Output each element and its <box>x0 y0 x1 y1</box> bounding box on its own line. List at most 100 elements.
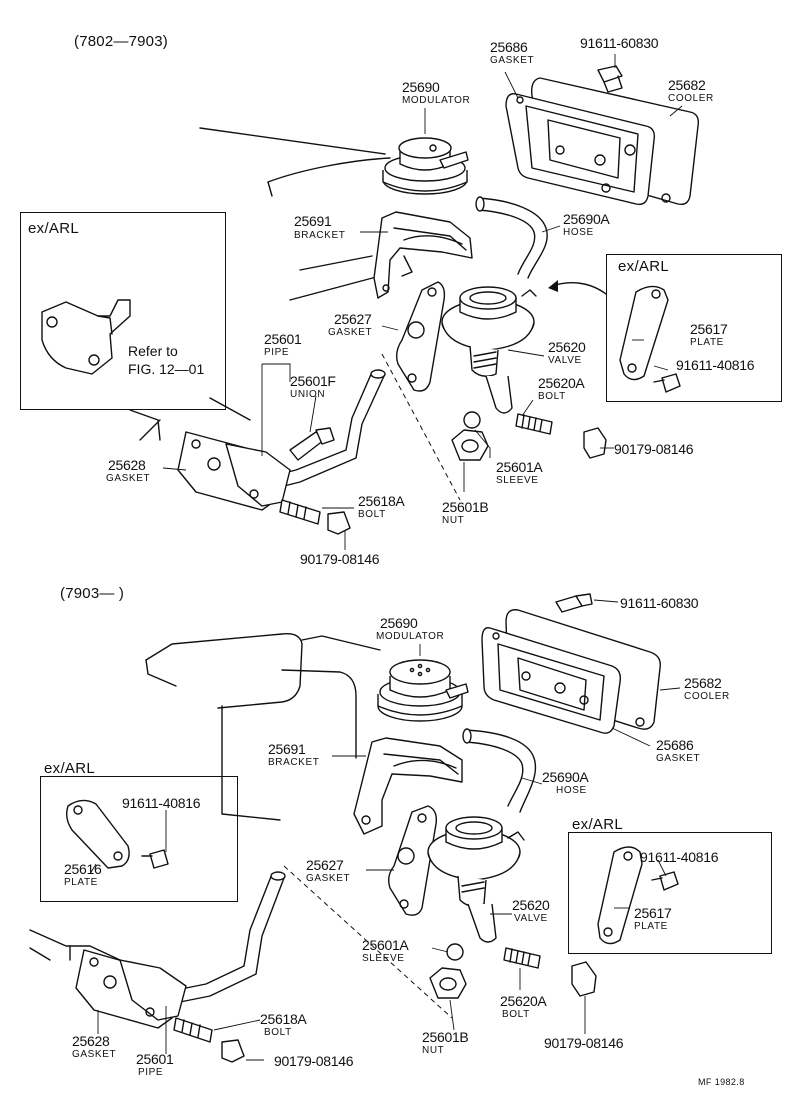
section-header: (7802—7903) <box>74 33 168 50</box>
part-name: GASKET <box>328 327 373 338</box>
part-name: PIPE <box>264 347 290 358</box>
part-name: GASKET <box>72 1049 117 1060</box>
top-leaders <box>162 54 683 550</box>
top-egr-valve <box>441 286 537 414</box>
part-number: 25627 <box>306 857 344 873</box>
ex-arl-box <box>606 254 782 402</box>
part-number: 25620 <box>548 339 586 355</box>
part-number: 90179-08146 <box>274 1053 354 1069</box>
part-name: VALVE <box>548 355 582 366</box>
part-number: 25690A <box>542 769 589 785</box>
part-number: 25617 <box>634 905 672 921</box>
top-modulator <box>382 137 469 195</box>
part-name: BOLT <box>358 509 386 520</box>
part-number: 25620A <box>538 375 585 391</box>
part-number: 91611-40816 <box>676 357 755 373</box>
part-number: 25628 <box>108 457 146 473</box>
top-union <box>289 427 335 461</box>
part-name: GASKET <box>306 873 351 884</box>
top-engine-outline <box>129 127 391 441</box>
bottom-engine-outline <box>29 633 381 961</box>
part-number: 25686 <box>490 39 528 55</box>
top-cooler-assembly <box>505 65 700 206</box>
part-number: 91611-60830 <box>580 35 659 51</box>
bottom-cooler-assembly <box>481 593 661 734</box>
part-number: 25620A <box>500 993 547 1009</box>
bottom-hose <box>462 728 537 813</box>
part-number: 25616 <box>64 861 102 877</box>
part-name: SLEEVE <box>362 953 405 964</box>
part-name: PIPE <box>138 1067 164 1078</box>
part-name: NUT <box>442 515 465 526</box>
part-number: 25617 <box>690 321 728 337</box>
part-number: 90179-08146 <box>544 1035 624 1051</box>
part-name: GASKET <box>106 473 151 484</box>
section-header: (7903— ) <box>60 585 125 602</box>
bottom-pipe-flange <box>75 949 187 1029</box>
part-number: 91611-60830 <box>620 595 699 611</box>
part-name: MODULATOR <box>376 631 445 642</box>
bottom-bracket <box>353 737 463 835</box>
refer-note-line1: Refer to <box>128 343 178 359</box>
top-bracket <box>373 211 473 299</box>
part-number: 25601A <box>496 459 543 475</box>
part-number: 25690 <box>380 615 418 631</box>
ex-arl-box <box>568 832 772 954</box>
top-gasket-25627 <box>395 281 446 392</box>
part-name: NUT <box>422 1045 445 1056</box>
part-name: BOLT <box>502 1009 530 1020</box>
part-name: COOLER <box>668 93 714 104</box>
ex-arl-box <box>40 776 238 902</box>
ex-arl-box-title: ex/ARL <box>618 258 669 275</box>
top-box-right-plate <box>548 280 681 393</box>
part-name: PLATE <box>64 877 98 888</box>
ex-arl-box-title: ex/ARL <box>28 220 79 237</box>
part-number: 90179-08146 <box>614 441 694 457</box>
part-number: 91611-40816 <box>640 849 719 865</box>
footer-code: MF 1982.8 <box>698 1077 745 1087</box>
bottom-modulator <box>377 659 469 722</box>
part-number: 25627 <box>334 311 372 327</box>
bottom-bolt-25620A <box>503 947 541 969</box>
top-pipe-flange <box>177 431 291 511</box>
part-number: 25682 <box>668 77 706 93</box>
part-name: VALVE <box>514 913 548 924</box>
part-name: GASKET <box>490 55 535 66</box>
bottom-nut-90179-right <box>571 961 597 997</box>
part-name: GASKET <box>656 753 701 764</box>
part-name: BOLT <box>538 391 566 402</box>
bottom-bolt-25618A <box>173 1017 245 1063</box>
bottom-nut-sleeve <box>429 943 467 999</box>
part-number: 25691 <box>294 213 332 229</box>
part-number: 25620 <box>512 897 550 913</box>
top-box-left-part <box>41 299 131 375</box>
part-name: HOSE <box>563 227 594 238</box>
part-number: 25618A <box>260 1011 307 1027</box>
part-name: PLATE <box>634 921 668 932</box>
part-number: 25682 <box>684 675 722 691</box>
part-number: 25601 <box>136 1051 174 1067</box>
bottom-box-left-plate <box>65 799 169 869</box>
part-name: BOLT <box>264 1027 292 1038</box>
top-nut-90179-right <box>583 427 607 459</box>
part-number: 25690 <box>402 79 440 95</box>
part-name: HOSE <box>556 785 587 796</box>
top-nut-sleeve <box>451 411 489 461</box>
part-name: COOLER <box>684 691 730 702</box>
part-number: 25686 <box>656 737 694 753</box>
part-name: BRACKET <box>268 757 320 768</box>
bottom-egr-valve <box>427 816 525 943</box>
ex-arl-box <box>20 212 226 410</box>
part-number: 25628 <box>72 1033 110 1049</box>
part-number: 25601B <box>422 1029 469 1045</box>
part-name: SLEEVE <box>496 475 539 486</box>
part-number: 25690A <box>563 211 610 227</box>
bottom-gasket-25627 <box>387 805 438 916</box>
part-number: 90179-08146 <box>300 551 380 567</box>
ex-arl-box-title: ex/ARL <box>572 816 623 833</box>
top-bolt-25618A <box>279 499 351 535</box>
refer-note-line2: FIG. 12—01 <box>128 361 205 377</box>
bottom-box-right-plate <box>597 846 679 945</box>
bottom-leaders <box>89 599 681 1061</box>
